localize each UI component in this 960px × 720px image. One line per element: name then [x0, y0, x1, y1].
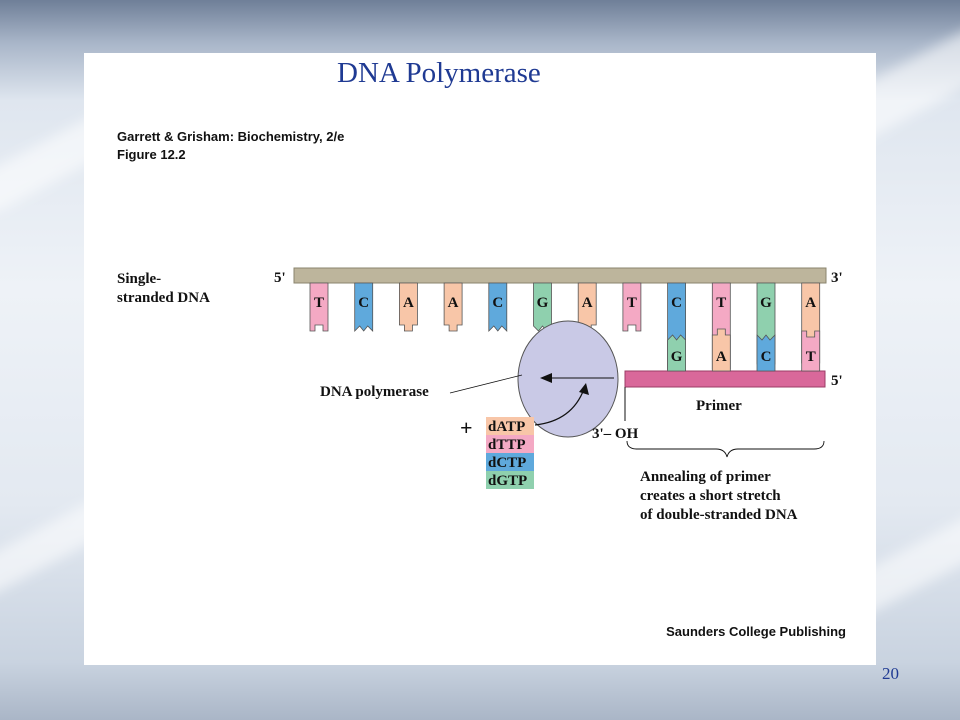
dna-polymerase-label: DNA polymerase [320, 384, 429, 400]
dntp-swatch [486, 471, 534, 489]
template-base-letter: A [448, 295, 459, 311]
primer-base: G [667, 334, 686, 372]
template-base-letter: A [582, 295, 593, 311]
dntp-label: dTTP [488, 437, 526, 453]
primer-base: C [756, 334, 776, 372]
dntp-label: dCTP [488, 455, 526, 471]
template-base-letter: A [805, 295, 816, 311]
slide-title: DNA Polymerase [337, 57, 541, 89]
dntp-swatch [486, 453, 534, 471]
primer-base-letter: C [761, 349, 772, 365]
figure-reference: Garrett & Grisham: Biochemistry, 2/e Fig… [117, 128, 344, 164]
primer-base-shape [711, 328, 731, 372]
template-base-letter: A [403, 295, 414, 311]
plus-sign: + [460, 415, 473, 440]
annotation-line-2: creates a short stretch [640, 488, 781, 504]
single-stranded-label-line-2: stranded DNA [117, 290, 210, 306]
publisher-credit: Saunders College Publishing [666, 624, 846, 639]
single-stranded-label-line-1: Single- [117, 271, 161, 287]
template-base: G [533, 282, 552, 332]
template-base-shape [488, 282, 508, 332]
nucleotide-entry-arrow [534, 388, 585, 426]
template-base-shape [354, 282, 374, 332]
three-prime-oh-label: 3'– OH [592, 426, 639, 442]
annotation-line-3: of double-stranded DNA [640, 507, 798, 523]
template-base-letter: T [716, 295, 726, 311]
primer-base-shape [667, 334, 686, 372]
primer-5prime-label: 5' [831, 373, 843, 389]
page-number: 20 [882, 664, 899, 683]
template-base-letter: G [760, 295, 772, 311]
dntp-label: dATP [488, 419, 525, 435]
template-base-letter: C [358, 295, 369, 311]
polymerase-leader-line [449, 374, 523, 394]
template-base-letter: G [537, 295, 549, 311]
primer-base-shape [801, 330, 821, 372]
template-base: A [399, 282, 418, 332]
template-base-letter: T [314, 295, 324, 311]
arrow-head [579, 383, 589, 395]
annotation-brace [626, 440, 825, 458]
annotation-line-1: Annealing of primer [640, 469, 771, 485]
template-3prime-label: 3' [831, 270, 843, 286]
template-base: A [443, 282, 463, 332]
dntp-label: dGTP [488, 473, 527, 489]
template-base-shape [399, 282, 418, 332]
dntp-list: dATP dTTP dCTP dGTP [486, 417, 534, 489]
primer-base-letter: T [806, 349, 816, 365]
primer-base-letter: A [716, 349, 727, 365]
template-base-shape [309, 282, 329, 332]
template-base-letter: C [671, 295, 682, 311]
arrow-head [540, 373, 552, 383]
dntp-swatch [486, 417, 534, 435]
template-base-shape [443, 282, 463, 332]
template-5prime-label: 5' [274, 270, 286, 286]
reference-line-2: Figure 12.2 [117, 147, 186, 162]
template-strand [293, 267, 827, 284]
template-base-shape [622, 282, 642, 332]
primer-label: Primer [696, 398, 742, 414]
reference-line-1: Garrett & Grisham: Biochemistry, 2/e [117, 129, 345, 144]
primer-base: T [801, 330, 821, 372]
dna-polymerase-enzyme [517, 320, 619, 438]
template-base: T [622, 282, 642, 332]
primer-base: A [711, 328, 731, 372]
template-base: T [309, 282, 329, 332]
template-base-letter: C [492, 295, 503, 311]
primer-base-shape [756, 334, 776, 372]
primer-strand [624, 370, 826, 388]
slide-canvas: DNA Polymerase Garrett & Grisham: Bioche… [84, 53, 876, 665]
dntp-swatch [486, 435, 534, 453]
template-base: C [488, 282, 508, 332]
primer-base-letter: G [671, 349, 683, 365]
template-base-letter: T [627, 295, 637, 311]
template-base: C [354, 282, 374, 332]
